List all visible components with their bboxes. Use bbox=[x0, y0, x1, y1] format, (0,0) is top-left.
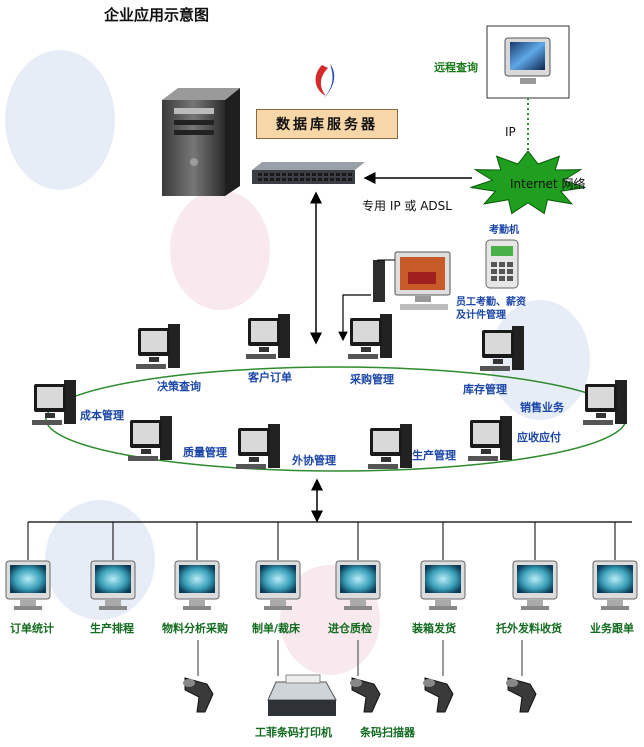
attendance-link bbox=[377, 259, 395, 262]
terminal-label: 物料分析采购 bbox=[162, 622, 228, 635]
terminal-label: 进仓质检 bbox=[328, 622, 372, 635]
terminal-monitor-icon bbox=[420, 560, 466, 610]
remote-monitor-icon bbox=[504, 37, 551, 84]
ring-node-label: 外协管理 bbox=[292, 454, 336, 467]
attendance-device-label: 考勤机 bbox=[489, 225, 519, 236]
diagram-title: 企业应用示意图 bbox=[104, 6, 210, 24]
terminal-monitor-icon bbox=[512, 560, 558, 610]
internet-label: Internet 网络 bbox=[510, 177, 586, 191]
workstation-icon bbox=[368, 424, 412, 469]
terminal-label: 制单/裁床 bbox=[252, 622, 301, 635]
workstation-icon bbox=[468, 416, 512, 461]
terminal-monitor-icon bbox=[90, 560, 136, 610]
ring-node-label: 质量管理 bbox=[183, 446, 227, 459]
workstation-icon bbox=[128, 416, 172, 461]
terminal-label: 业务跟单 bbox=[590, 622, 634, 635]
ring-node-label: 客户订单 bbox=[248, 371, 292, 384]
terminal-monitor-icon bbox=[174, 560, 220, 610]
workstation-icon bbox=[246, 314, 290, 359]
attendance-pc-icon bbox=[373, 251, 451, 310]
barcode-printer-icon bbox=[267, 674, 337, 716]
workstation-icon bbox=[583, 380, 627, 425]
remote-query-label: 远程查询 bbox=[434, 61, 478, 74]
terminal-monitor-icon bbox=[335, 560, 381, 610]
workstation-icon bbox=[480, 326, 524, 371]
terminal-monitor-icon bbox=[5, 560, 51, 610]
network-switch bbox=[252, 162, 365, 184]
scanner-label: 条码扫描器 bbox=[360, 726, 415, 739]
ring-node-label: 库存管理 bbox=[463, 383, 507, 396]
barcode-scanner-icon bbox=[183, 677, 214, 713]
terminal-label: 订单统计 bbox=[10, 622, 54, 635]
terminal-label: 装箱发货 bbox=[412, 622, 456, 635]
connection-type-label: 专用 IP 或 ADSL bbox=[362, 199, 452, 213]
attendance-note: 员工考勤、薪资及计件管理 bbox=[456, 297, 526, 321]
watermark-logo bbox=[5, 50, 590, 675]
ring-node-label: 销售业务 bbox=[520, 401, 564, 414]
terminal-label: 生产排程 bbox=[90, 622, 134, 635]
ring-node-label: 生产管理 bbox=[412, 449, 456, 462]
barcode-scanner-icon bbox=[350, 677, 381, 713]
ip-label: IP bbox=[505, 125, 516, 139]
server-tower bbox=[162, 88, 240, 196]
barcode-scanner-icon bbox=[506, 677, 537, 713]
internet-cloud bbox=[470, 150, 586, 215]
terminal-monitor-icon bbox=[255, 560, 301, 610]
workstation-icon bbox=[136, 324, 180, 369]
barcode-scanner-icon bbox=[423, 677, 454, 713]
ring-node-label: 应收应付 bbox=[517, 431, 561, 444]
ring-node-label: 决策查询 bbox=[157, 380, 201, 393]
terminal-monitor-icon bbox=[592, 560, 638, 610]
ring-node-label: 采购管理 bbox=[350, 373, 394, 386]
terminal-label: 托外发料收货 bbox=[496, 622, 562, 635]
workstation-icon bbox=[32, 380, 76, 425]
workstation-icon bbox=[348, 314, 392, 359]
workstation-icon bbox=[236, 424, 280, 469]
printer-label: 工菲条码打印机 bbox=[255, 726, 332, 739]
attendance-ring-link bbox=[338, 294, 371, 342]
product-logo-icon bbox=[315, 64, 335, 98]
database-server-label: 数据库服务器 bbox=[256, 109, 398, 139]
attendance-machine-icon bbox=[485, 239, 519, 289]
ring-node-label: 成本管理 bbox=[80, 409, 124, 422]
